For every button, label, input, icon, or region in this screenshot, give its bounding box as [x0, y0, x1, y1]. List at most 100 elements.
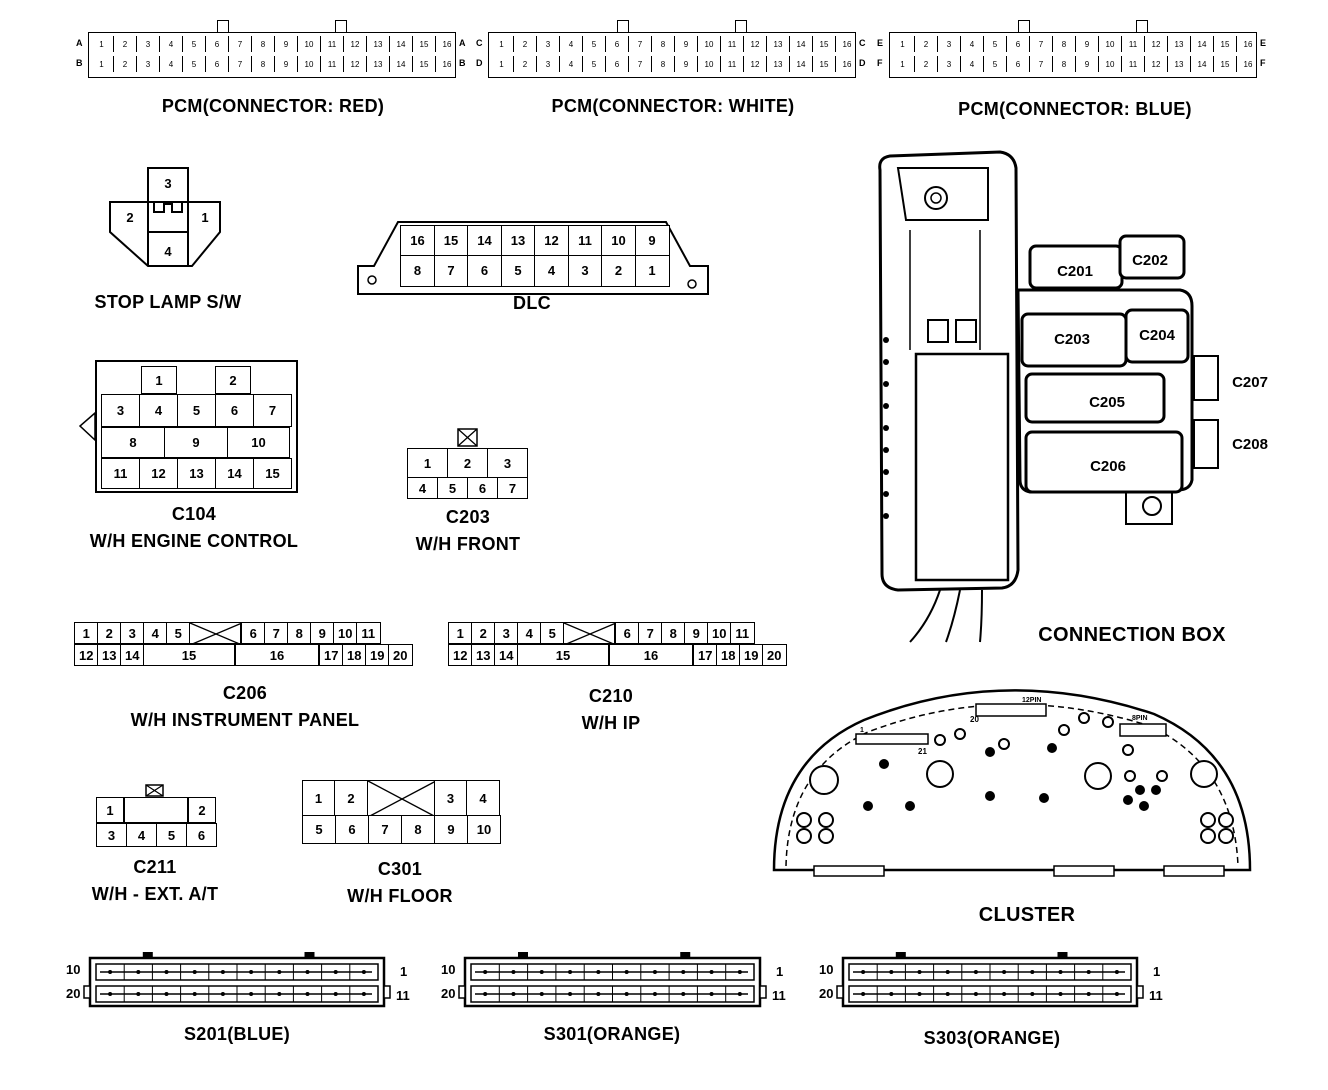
pcm-pin: 16 — [435, 36, 458, 52]
c210-pin-17: 17 — [693, 644, 718, 666]
pcm-pin: 9 — [674, 56, 697, 72]
pcm-pin: 1 — [900, 59, 905, 69]
pcm-row-tag: C — [859, 38, 866, 48]
splice-pin-label-right-top: 1 — [400, 964, 408, 979]
splice-pin-label-left-bottom: 20 — [819, 986, 834, 1001]
splice-pin-label-left-bottom: 20 — [66, 986, 81, 1001]
pcm-pin: 9 — [1075, 36, 1098, 52]
pcm-key-tab — [334, 20, 347, 32]
cbox-c202: C202 — [1132, 252, 1168, 269]
pcm-pin: 1 — [499, 59, 504, 69]
cbox-c203: C203 — [1054, 331, 1090, 348]
c203-keyway-mark — [457, 428, 478, 447]
c203-sub-label: W/H FRONT — [415, 534, 521, 554]
c301-pin-5: 5 — [302, 815, 336, 844]
c104-label: C104 — [171, 504, 217, 524]
pcm-pin: 3 — [136, 36, 159, 52]
connection-box-label: CONNECTION BOX — [1038, 624, 1226, 646]
pcm-pin: 1 — [99, 59, 104, 69]
pcm-pin: 15 — [1213, 36, 1236, 52]
c211-pin-4: 4 — [126, 823, 157, 847]
pcm-row-tag: A — [459, 38, 466, 48]
c211-pin-1: 1 — [96, 797, 124, 823]
c211-sub-label: W/H - EXT. A/T — [91, 884, 219, 904]
c301-pin-7: 7 — [368, 815, 402, 844]
splice-pin-label-left-top: 10 — [819, 962, 834, 977]
pcm-pin: 6 — [205, 56, 228, 72]
pcm-pin: 7 — [228, 56, 251, 72]
c206-pin-17: 17 — [319, 644, 344, 666]
pcm-pin: 11 — [320, 36, 343, 52]
dlc-label: DLC — [513, 293, 551, 313]
pcm-pin: 11 — [1121, 36, 1144, 52]
c104-pin-4: 4 — [139, 394, 178, 427]
c104-pin-2: 2 — [215, 366, 251, 394]
c206-pin-3: 3 — [120, 622, 145, 644]
pcm-connector-1-housing — [488, 32, 856, 78]
c210-pin-18: 18 — [716, 644, 741, 666]
pcm-key-tab — [216, 20, 229, 32]
c210-pin-15: 15 — [517, 644, 609, 666]
pcm-connector-0-housing — [88, 32, 456, 78]
c206-pin-2: 2 — [97, 622, 122, 644]
stop-lamp-switch-connector: 3 2 1 4 — [109, 167, 221, 267]
c211-label: C211 — [133, 857, 177, 877]
c206-sub-label: W/H INSTRUMENT PANEL — [130, 710, 360, 730]
connection-box-drawing — [878, 150, 1219, 643]
pcm-pin: 12 — [743, 56, 766, 72]
dlc-pin-13: 13 — [500, 225, 536, 257]
cbox-c206: C206 — [1090, 458, 1126, 475]
pcm-pin: 15 — [412, 56, 435, 72]
pcm-pin: 13 — [1167, 56, 1190, 72]
pcm-pin: 8 — [1052, 56, 1075, 72]
stop-lamp-pin-1: 1 — [201, 210, 208, 225]
c206-pin-11: 11 — [356, 622, 381, 644]
c211-pin-2: 2 — [188, 797, 216, 823]
pcm-pin: 14 — [389, 56, 412, 72]
c206-pin-19: 19 — [365, 644, 390, 666]
dlc-pin-16: 16 — [400, 225, 435, 257]
pcm-pin: 3 — [136, 56, 159, 72]
pcm-pin: 5 — [983, 36, 1006, 52]
c301-pin-6: 6 — [335, 815, 369, 844]
splice-label-2: S303(ORANGE) — [923, 1028, 1061, 1048]
pcm-pin: 9 — [1075, 56, 1098, 72]
c104-pin-1: 1 — [141, 366, 177, 394]
c301-pin-4: 4 — [466, 780, 500, 816]
pcm-pin: 8 — [651, 36, 674, 52]
pcm-pin: 14 — [1190, 56, 1213, 72]
c206-pin-14: 14 — [120, 644, 145, 666]
pcm-pin: 2 — [113, 36, 136, 52]
c210-pin-19: 19 — [739, 644, 764, 666]
c104-pin-11: 11 — [101, 458, 140, 489]
c104-pin-5: 5 — [177, 394, 216, 427]
pcm-pin: 15 — [812, 36, 835, 52]
pcm-pin: 4 — [159, 36, 182, 52]
pcm-pin: 7 — [628, 56, 651, 72]
cbox-c201: C201 — [1057, 263, 1093, 280]
c104-pin-13: 13 — [177, 458, 216, 489]
instrument-cluster-drawing: 21 20 12PIN 8PIN 1 — [772, 689, 1252, 877]
splice-label-0: S201(BLUE) — [183, 1024, 291, 1044]
c210-pin-20: 20 — [762, 644, 787, 666]
pcm-blue-label: PCM(CONNECTOR: BLUE) — [958, 99, 1192, 119]
pcm-pin: 7 — [228, 36, 251, 52]
c104-pin-15: 15 — [253, 458, 292, 489]
c206-pin-15: 15 — [143, 644, 235, 666]
pcm-pin: 13 — [366, 36, 389, 52]
pcm-pin: 3 — [536, 56, 559, 72]
c211-blank — [124, 797, 188, 823]
pcm-pin: 16 — [435, 56, 458, 72]
pcm-pin: 8 — [1052, 36, 1075, 52]
c104-pin-9: 9 — [164, 427, 228, 458]
c206-pin-18: 18 — [342, 644, 367, 666]
c301-pin-3: 3 — [434, 780, 467, 816]
c203-pin-5: 5 — [437, 477, 468, 499]
dlc-pin-4: 4 — [534, 255, 569, 287]
cluster-mark-1: 1 — [860, 727, 864, 734]
splice-pack-2 — [836, 952, 1144, 1008]
pcm-pin: 6 — [1006, 36, 1029, 52]
pcm-pin: 5 — [182, 56, 205, 72]
pcm-key-tab — [616, 20, 629, 32]
